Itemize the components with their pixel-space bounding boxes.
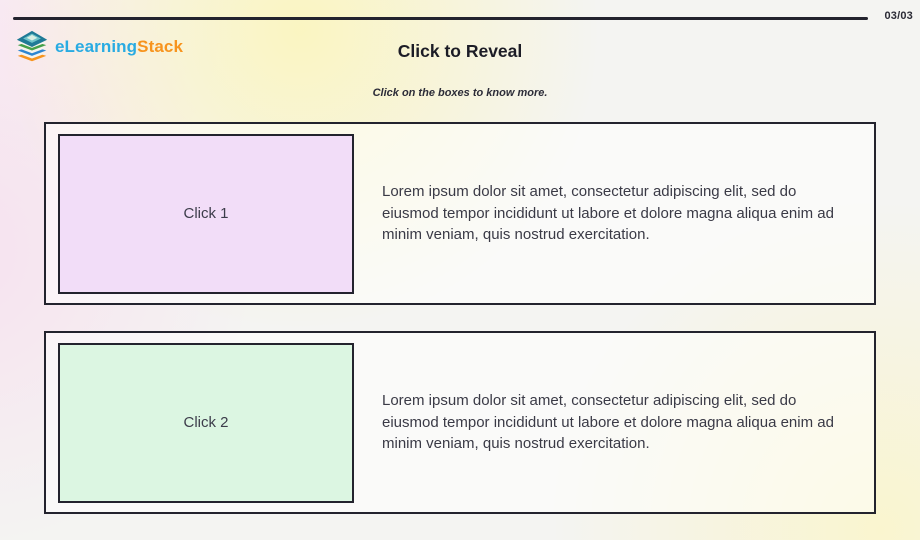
card-1-body-text: Lorem ipsum dolor sit amet, consectetur … bbox=[382, 183, 834, 244]
card-1: Click 1 Lorem ipsum dolor sit amet, cons… bbox=[44, 122, 876, 305]
reveal-box-2[interactable]: Click 2 bbox=[58, 342, 354, 503]
page-title: Click to Reveal bbox=[397, 41, 523, 61]
card-2-body-text: Lorem ipsum dolor sit amet, consectetur … bbox=[382, 392, 834, 453]
elearningstack-logo: eLearningStack bbox=[14, 30, 183, 63]
logo-wordmark: eLearningStack bbox=[55, 37, 183, 57]
slide-progress: 03/03 bbox=[884, 10, 913, 22]
card-2: Click 2 Lorem ipsum dolor sit amet, cons… bbox=[44, 331, 876, 514]
reveal-box-1[interactable]: Click 1 bbox=[58, 133, 354, 294]
layers-stack-icon bbox=[14, 30, 50, 63]
cards-container: Click 1 Lorem ipsum dolor sit amet, cons… bbox=[44, 122, 876, 514]
reveal-box-2-label: Click 2 bbox=[183, 414, 229, 431]
reveal-box-1-label: Click 1 bbox=[183, 205, 229, 222]
logo-text-stack: Stack bbox=[137, 36, 184, 56]
page-subtitle: Click on the boxes to know more. bbox=[372, 87, 548, 99]
logo-text-elearning: eLearning bbox=[55, 36, 138, 56]
header-rule bbox=[13, 17, 868, 20]
